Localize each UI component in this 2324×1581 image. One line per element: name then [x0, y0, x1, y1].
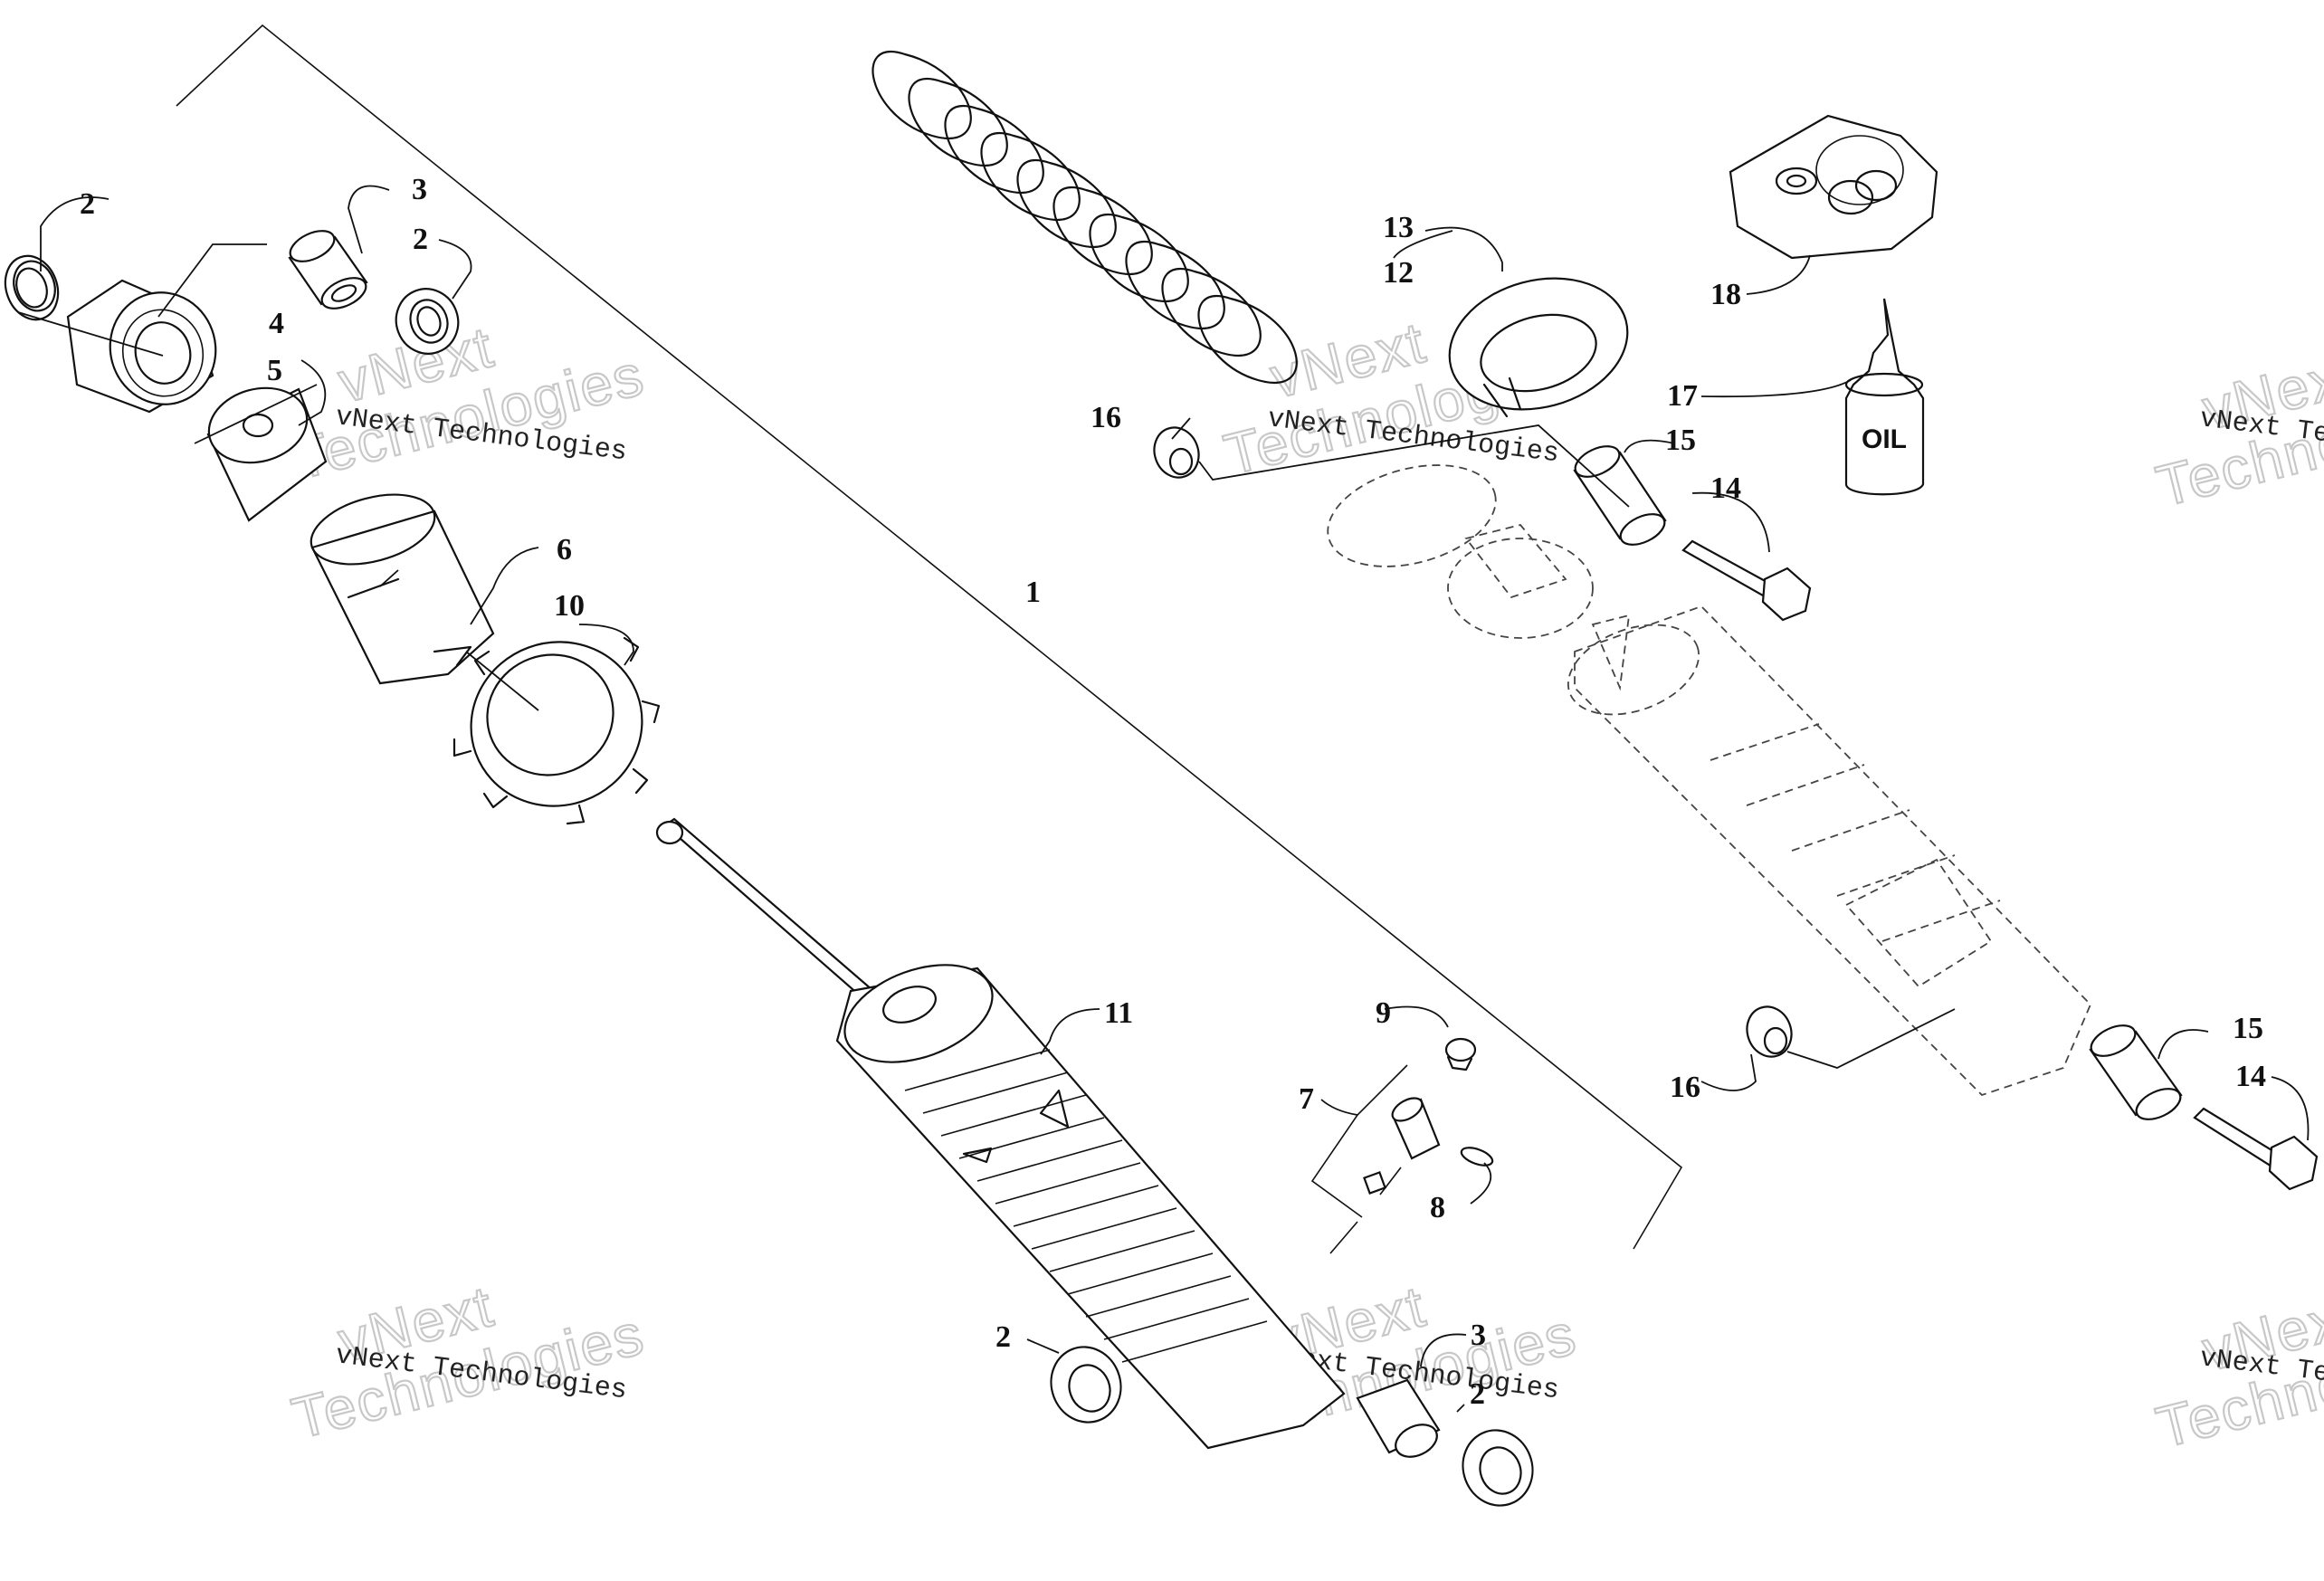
callout-2-top-left: 2	[80, 187, 95, 221]
callout-2-bottom-right: 2	[1470, 1377, 1485, 1411]
watermarks: vNext Technologies vNext Technologies vN…	[285, 309, 2324, 1462]
spacer-15-top	[1573, 445, 1667, 546]
callout-16-bottom: 16	[1670, 1071, 1700, 1104]
assembly-bracket	[176, 24, 1683, 1250]
callout-8: 8	[1430, 1191, 1445, 1224]
bushing-bottom-right	[1462, 1429, 1534, 1507]
bump-stop-5	[206, 386, 328, 522]
callout-3-top: 3	[412, 173, 427, 206]
callout-labels: 1 2 2 2 2 3 3 4 5 6 7 8 9 10 11 12 13 14…	[80, 173, 2266, 1411]
bushing-bottom	[1050, 1346, 1122, 1424]
spring-seat-13	[1448, 277, 1629, 418]
callout-14-top: 14	[1710, 471, 1741, 505]
callout-17: 17	[1667, 379, 1698, 413]
spacer-bottom	[1356, 1378, 1441, 1458]
callout-4: 4	[269, 307, 284, 340]
spacer-15-bottom	[2089, 1024, 2183, 1120]
callout-13: 13	[1383, 211, 1414, 244]
oil-bottle-17: OIL	[1844, 298, 1925, 496]
bolt-14-bottom	[2193, 1107, 2319, 1191]
callout-10: 10	[554, 589, 585, 623]
callout-11: 11	[1104, 996, 1133, 1030]
spring-12	[872, 51, 1298, 384]
bearing-4	[66, 279, 217, 414]
valve-cap-9	[1444, 1037, 1477, 1071]
adjuster-nut-10	[452, 636, 661, 825]
callout-6: 6	[557, 533, 572, 567]
o-ring-8	[1460, 1147, 1494, 1167]
spacer-top-left	[288, 230, 368, 310]
callout-5: 5	[267, 354, 282, 387]
assembled-shock-ghost	[1327, 464, 2092, 1097]
leader-lines	[17, 185, 2310, 1413]
callout-9: 9	[1376, 996, 1391, 1030]
bushing-16-top	[1153, 426, 1200, 479]
shock-body-11	[655, 817, 1346, 1450]
callout-1: 1	[1025, 576, 1041, 609]
callout-16-top: 16	[1091, 401, 1121, 434]
bushing-top-left	[4, 254, 60, 321]
bushing-top-left-2	[395, 288, 460, 355]
callout-18: 18	[1710, 278, 1741, 311]
bushing-16-bottom	[1746, 1005, 1793, 1058]
callout-3-bottom: 3	[1471, 1319, 1486, 1352]
collar-6	[310, 493, 495, 685]
callout-12: 12	[1383, 256, 1414, 290]
oil-label: OIL	[1862, 424, 1907, 454]
callout-2-bottom: 2	[995, 1320, 1011, 1354]
callout-15-top: 15	[1665, 424, 1696, 457]
callout-15-bottom: 15	[2233, 1012, 2263, 1045]
bolt-14-top	[1681, 539, 1812, 622]
seal-kit-18	[1729, 114, 1938, 260]
callout-7: 7	[1299, 1082, 1314, 1116]
watermark-bottom-left: vNext Technologies	[285, 1272, 652, 1452]
callout-14-bottom: 14	[2235, 1060, 2266, 1093]
callout-2-top: 2	[413, 223, 428, 256]
valve-assembly-7	[1310, 1064, 1441, 1254]
